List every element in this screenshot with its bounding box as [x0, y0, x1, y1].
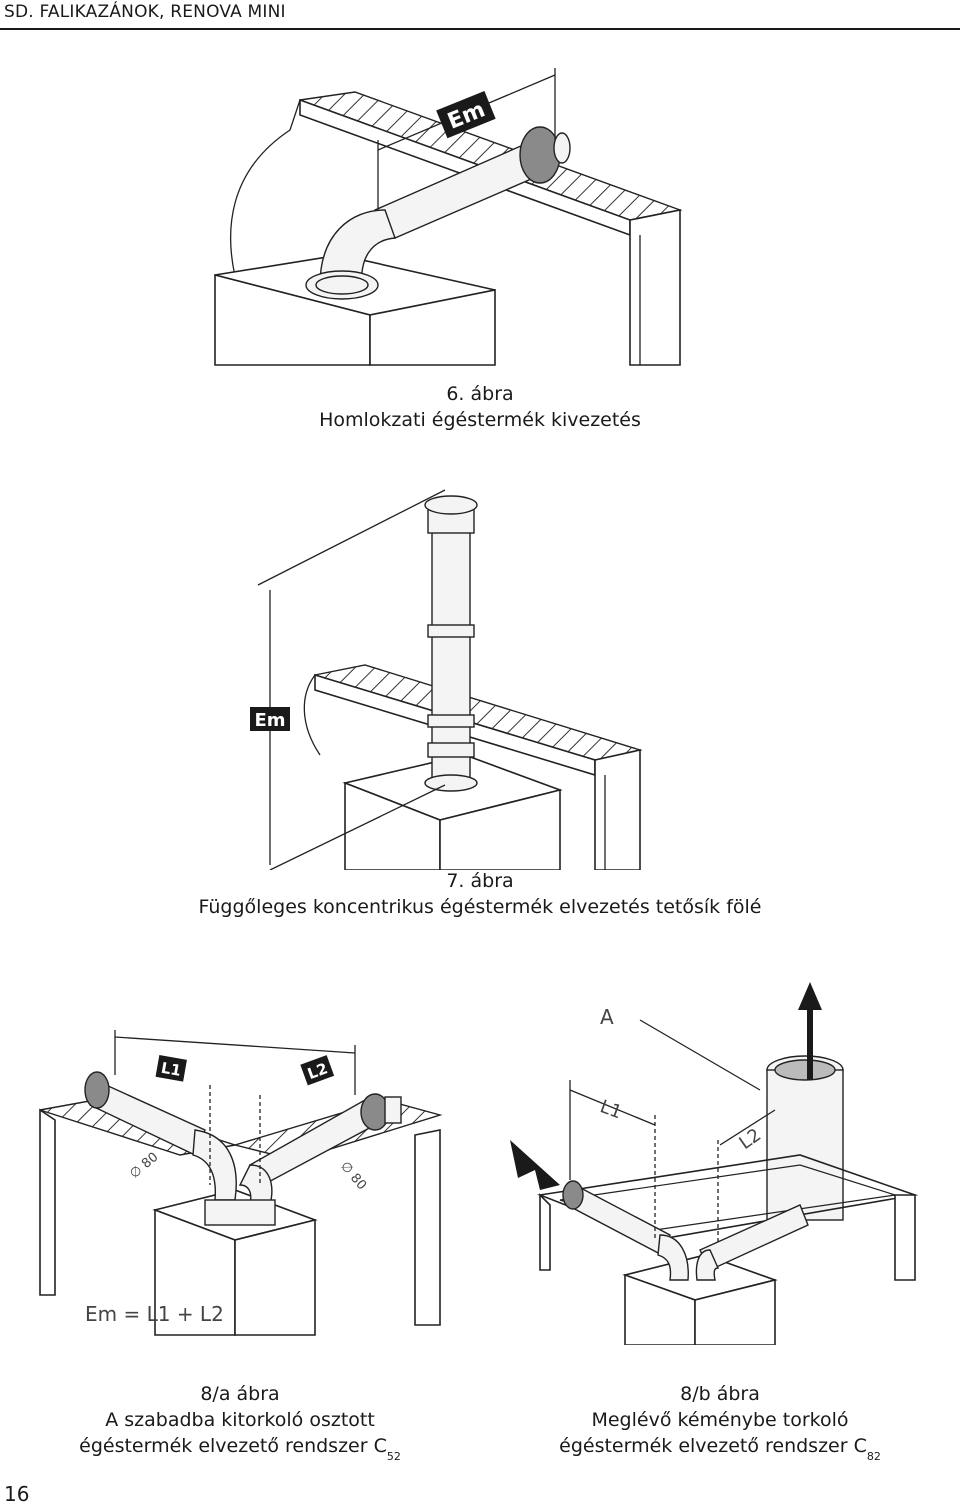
fig8b-l2-label: L2 — [735, 1124, 765, 1154]
fig7-caption-text: Függőleges koncentrikus égéstermék elvez… — [198, 896, 762, 918]
fig8a-l2-label: L2 — [305, 1059, 330, 1083]
fig8b-a-label: A — [600, 1005, 614, 1029]
fig6-caption-text: Homlokzati égéstermék kivezetés — [319, 409, 641, 431]
fig8a-formula: Em = L1 + L2 — [85, 1302, 224, 1326]
fig8a-caption-line2: égéstermék elvezető rendszer C — [79, 1435, 387, 1457]
page-number: 16 — [4, 1482, 30, 1506]
figure-8b-caption: 8/b ábra Meglévő kéménybe torkoló égéste… — [540, 1381, 900, 1463]
figure-8a-drawing: L1 L2 ∅ 80 ∅ 80 Em = L1 + L2 — [39, 1030, 443, 1336]
figure-8a-caption: 8/a ábra A szabadba kitorkoló osztott ég… — [60, 1381, 420, 1463]
fig8a-caption-subscript: 52 — [386, 1450, 401, 1463]
fig8a-diameter-right: ∅ 80 — [337, 1159, 369, 1193]
fig7-em-label: Em — [254, 710, 285, 731]
fig6-caption-number: 6. ábra — [446, 383, 514, 405]
figure-7-drawing: Em — [250, 489, 643, 870]
fig8b-caption-line2: égéstermék elvezető rendszer C — [559, 1435, 867, 1457]
fig8b-l1-label: L1 — [597, 1096, 624, 1123]
fig7-caption-number: 7. ábra — [446, 870, 514, 892]
figure-6-drawing: Em — [214, 68, 683, 366]
figure-6-caption: 6. ábra Homlokzati égéstermék kivezetés — [280, 381, 680, 433]
fig8b-caption-number: 8/b ábra — [680, 1383, 760, 1405]
header-title: SD. FALIKAZÁNOK, RENOVA MINI — [4, 2, 286, 22]
fig8a-l1-label: L1 — [160, 1059, 183, 1080]
page-header: SD. FALIKAZÁNOK, RENOVA MINI — [0, 0, 960, 30]
fig8a-diameter-left: ∅ 80 — [127, 1150, 161, 1182]
figure-7-caption: 7. ábra Függőleges koncentrikus égésterm… — [130, 868, 830, 920]
figure-8b-drawing: A L1 L2 — [510, 982, 919, 1345]
fig8b-caption-subscript: 82 — [866, 1450, 881, 1463]
fig8b-caption-line1: Meglévő kéménybe torkoló — [591, 1409, 849, 1431]
fig8a-caption-line1: A szabadba kitorkoló osztott — [105, 1409, 375, 1431]
fig8a-caption-number: 8/a ábra — [200, 1383, 280, 1405]
